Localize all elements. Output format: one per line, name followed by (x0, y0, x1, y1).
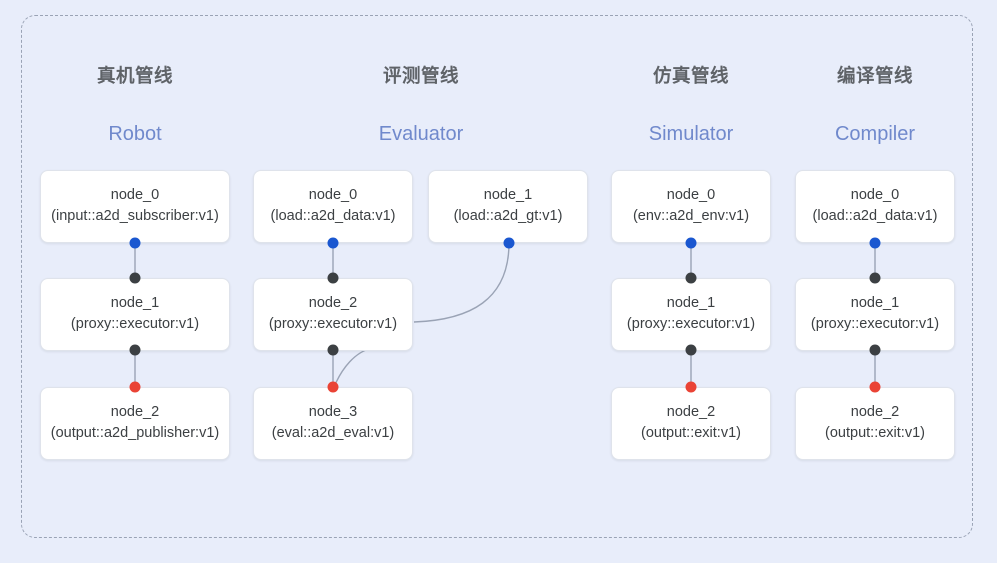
port-output-icon[interactable] (327, 237, 339, 249)
node-id: node_2 (666, 404, 716, 421)
node-type: (output::a2d_publisher:v1) (50, 425, 220, 441)
node-type: (proxy::executor:v1) (70, 316, 200, 332)
node-type: (input::a2d_subscriber:v1) (51, 208, 219, 224)
node-type: (env::a2d_env:v1) (632, 208, 750, 224)
node-simulator-0[interactable]: node_0 (env::a2d_env:v1) (611, 170, 771, 243)
node-id: node_3 (308, 404, 358, 421)
node-compiler-2[interactable]: node_2 (output::exit:v1) (795, 387, 955, 460)
node-id: node_0 (666, 187, 716, 204)
node-id: node_2 (308, 295, 358, 312)
node-type: (output::exit:v1) (825, 425, 925, 441)
port-input-icon[interactable] (327, 272, 339, 284)
node-id: node_1 (110, 295, 160, 312)
column-title-en-simulator: Simulator (648, 123, 734, 145)
port-output-icon[interactable] (685, 344, 697, 356)
node-id: node_0 (850, 187, 900, 204)
node-robot-2[interactable]: node_2 (output::a2d_publisher:v1) (40, 387, 230, 460)
port-output-icon[interactable] (503, 237, 515, 249)
column-title-en-robot: Robot (108, 123, 162, 145)
node-robot-1[interactable]: node_1 (proxy::executor:v1) (40, 278, 230, 351)
node-type: (proxy::executor:v1) (810, 316, 940, 332)
column-title-en-evaluator: Evaluator (378, 123, 464, 145)
node-evaluator-3[interactable]: node_3 (eval::a2d_eval:v1) (253, 387, 413, 460)
node-evaluator-1[interactable]: node_1 (load::a2d_gt:v1) (428, 170, 588, 243)
port-sink-icon[interactable] (129, 381, 141, 393)
node-type: (proxy::executor:v1) (626, 316, 756, 332)
node-compiler-0[interactable]: node_0 (load::a2d_data:v1) (795, 170, 955, 243)
node-id: node_1 (850, 295, 900, 312)
port-input-icon[interactable] (869, 272, 881, 284)
node-type: (load::a2d_gt:v1) (453, 208, 563, 224)
node-type: (load::a2d_data:v1) (270, 208, 396, 224)
node-simulator-1[interactable]: node_1 (proxy::executor:v1) (611, 278, 771, 351)
column-title-cn-simulator: 仿真管线 (652, 65, 729, 86)
node-id: node_1 (483, 187, 533, 204)
node-type: (load::a2d_data:v1) (812, 208, 938, 224)
column-title-cn-robot: 真机管线 (96, 65, 173, 86)
node-simulator-2[interactable]: node_2 (output::exit:v1) (611, 387, 771, 460)
node-type: (proxy::executor:v1) (268, 316, 398, 332)
port-output-icon[interactable] (129, 344, 141, 356)
node-id: node_2 (110, 404, 160, 421)
column-title-en-compiler: Compiler (834, 123, 916, 145)
column-title-cn-evaluator: 评测管线 (382, 65, 459, 86)
node-id: node_0 (110, 187, 160, 204)
port-output-icon[interactable] (869, 344, 881, 356)
port-output-icon[interactable] (685, 237, 697, 249)
node-type: (eval::a2d_eval:v1) (271, 425, 395, 441)
edge-eval-gt-to-eval (333, 347, 373, 388)
node-id: node_1 (666, 295, 716, 312)
port-sink-icon[interactable] (869, 381, 881, 393)
node-compiler-1[interactable]: node_1 (proxy::executor:v1) (795, 278, 955, 351)
node-robot-0[interactable]: node_0 (input::a2d_subscriber:v1) (40, 170, 230, 243)
port-input-icon[interactable] (685, 272, 697, 284)
node-evaluator-2[interactable]: node_2 (proxy::executor:v1) (253, 278, 413, 351)
port-sink-icon[interactable] (685, 381, 697, 393)
column-title-cn-compiler: 编译管线 (836, 65, 913, 86)
node-id: node_2 (850, 404, 900, 421)
port-output-icon[interactable] (129, 237, 141, 249)
edge-eval-gt-to-executor (413, 242, 510, 323)
node-id: node_0 (308, 187, 358, 204)
node-type: (output::exit:v1) (641, 425, 741, 441)
node-evaluator-0[interactable]: node_0 (load::a2d_data:v1) (253, 170, 413, 243)
port-output-icon[interactable] (869, 237, 881, 249)
port-sink-icon[interactable] (327, 381, 339, 393)
port-output-icon[interactable] (327, 344, 339, 356)
port-input-icon[interactable] (129, 272, 141, 284)
